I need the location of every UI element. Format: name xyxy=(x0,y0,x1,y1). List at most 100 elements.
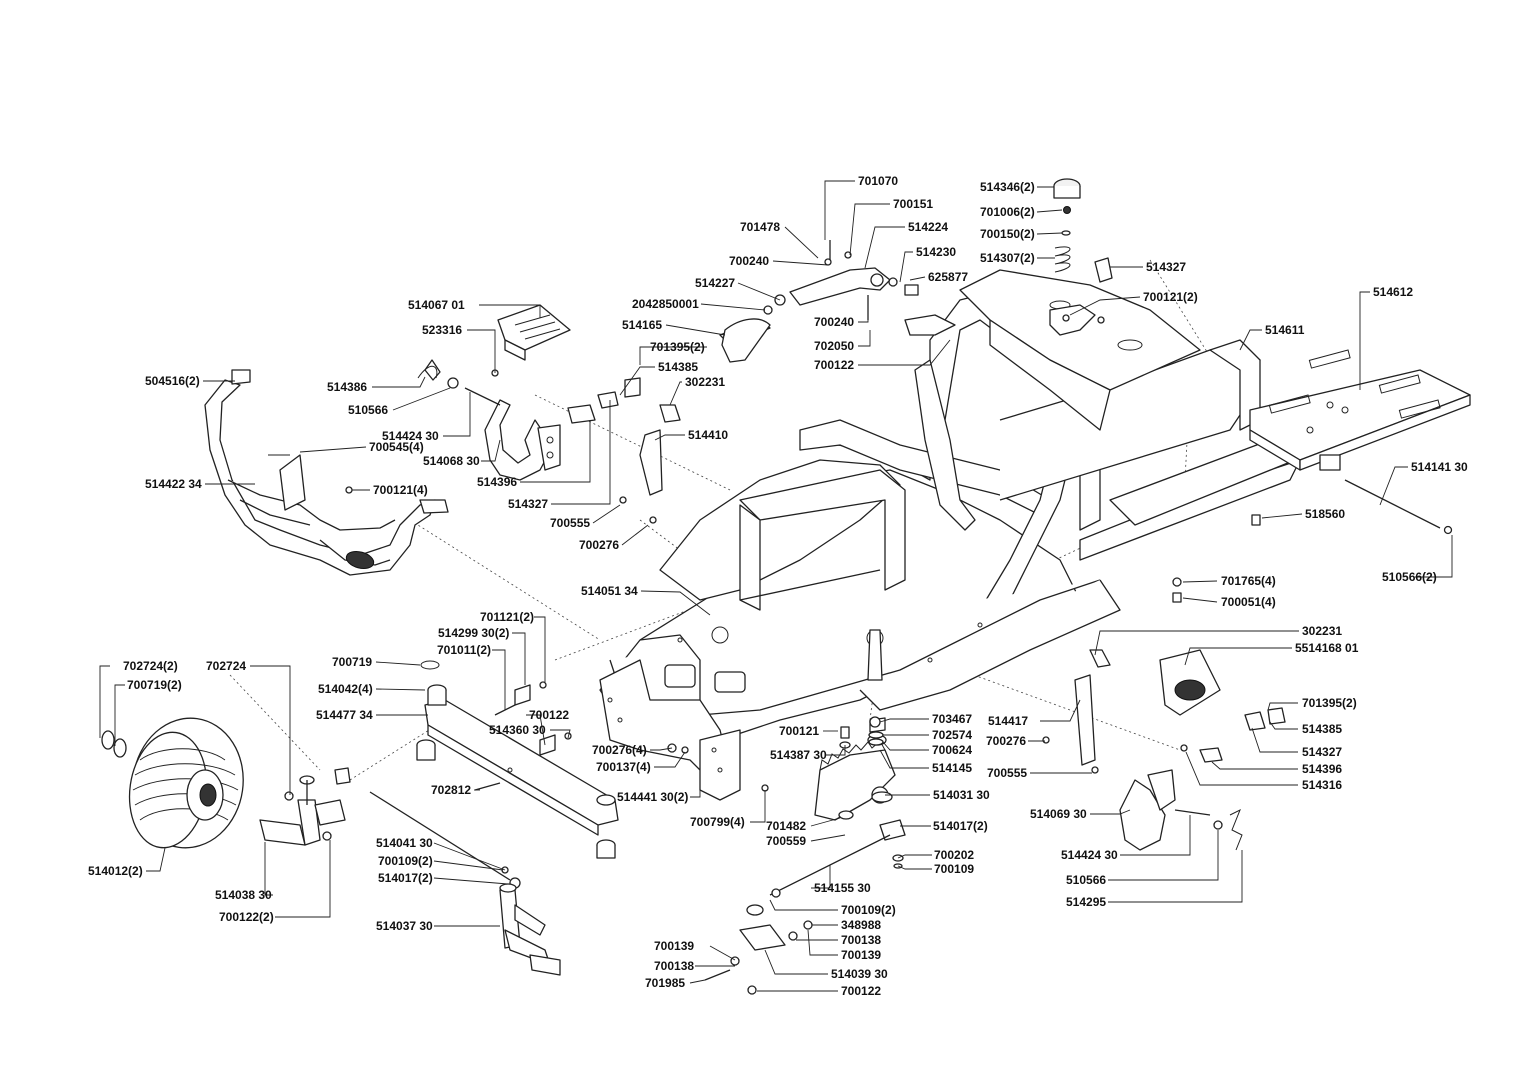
label-700151: 700151 xyxy=(893,197,933,211)
label-700545-4: 700545(4) xyxy=(369,440,424,454)
label-700138-b: 700138 xyxy=(654,959,694,973)
label-700122-a: 700122 xyxy=(814,358,854,372)
label-701011-2: 701011(2) xyxy=(437,643,491,657)
label-514417: 514417 xyxy=(988,714,1028,728)
label-701395-2-b: 701395(2) xyxy=(1302,696,1357,710)
label-510566-b: 510566 xyxy=(1066,873,1106,887)
label-514051-34: 514051 34 xyxy=(581,584,638,598)
label-514422-34: 514422 34 xyxy=(145,477,202,491)
label-702574: 702574 xyxy=(932,728,972,742)
label-700276-a: 700276 xyxy=(579,538,619,552)
label-700122-2: 700122(2) xyxy=(219,910,274,924)
label-700555-a: 700555 xyxy=(550,516,590,530)
label-514069-30: 514069 30 xyxy=(1030,807,1087,821)
label-514141-30: 514141 30 xyxy=(1411,460,1468,474)
label-514155-30: 514155 30 xyxy=(814,881,871,895)
label-702812: 702812 xyxy=(431,783,471,797)
label-700139-a: 700139 xyxy=(841,948,881,962)
rear-hitch-plate xyxy=(1249,349,1471,471)
label-702050: 702050 xyxy=(814,339,854,353)
label-514307-2: 514307(2) xyxy=(980,251,1035,265)
front-wheel xyxy=(101,717,244,849)
label-700555-b: 700555 xyxy=(987,766,1027,780)
label-700109-2-b: 700109(2) xyxy=(841,903,896,917)
label-514327-a: 514327 xyxy=(1146,260,1186,274)
label-700276-4: 700276(4) xyxy=(592,743,647,757)
label-700150-2: 700150(2) xyxy=(980,227,1035,241)
label-700122-b: 700122 xyxy=(529,708,569,722)
label-510566-a: 510566 xyxy=(348,403,388,417)
label-514230: 514230 xyxy=(916,245,956,259)
label-700799-4: 700799(4) xyxy=(690,815,745,829)
label-514165: 514165 xyxy=(622,318,662,332)
steering-sector xyxy=(814,717,906,869)
label-514012-2: 514012(2) xyxy=(88,864,143,878)
label-514424-30-b: 514424 30 xyxy=(1061,848,1118,862)
label-700719-2: 700719(2) xyxy=(127,678,182,692)
left-spindle xyxy=(259,767,351,846)
label-700121-4: 700121(4) xyxy=(373,483,428,497)
tank-hardware xyxy=(1049,178,1113,336)
label-700240-a: 700240 xyxy=(729,254,769,268)
label-514316: 514316 xyxy=(1302,778,1342,792)
label-700559: 700559 xyxy=(766,834,806,848)
front-bumper xyxy=(204,369,449,576)
label-514612: 514612 xyxy=(1373,285,1413,299)
label-514299-30-2: 514299 30(2) xyxy=(438,626,509,640)
label-510566-2: 510566(2) xyxy=(1382,570,1437,584)
label-504516-2: 504516(2) xyxy=(145,374,200,388)
label-701482: 701482 xyxy=(766,819,806,833)
brake-linkage xyxy=(719,240,956,363)
label-523316: 523316 xyxy=(422,323,462,337)
label-700276-b: 700276 xyxy=(986,734,1026,748)
leader-lines xyxy=(99,180,1453,992)
label-701478: 701478 xyxy=(740,220,780,234)
left-pedal-arm xyxy=(417,304,681,524)
label-514224: 514224 xyxy=(908,220,948,234)
label-700137-4: 700137(4) xyxy=(596,760,651,774)
label-701985: 701985 xyxy=(645,976,685,990)
label-514017-2-b: 514017(2) xyxy=(378,871,433,885)
label-514424-30-a: 514424 30 xyxy=(382,429,439,443)
label-701121-2: 701121(2) xyxy=(480,610,534,624)
front-axle xyxy=(416,660,619,859)
label-625877: 625877 xyxy=(928,270,968,284)
label-514611: 514611 xyxy=(1265,323,1305,337)
label-514042-4: 514042(4) xyxy=(318,682,373,696)
label-701765-4: 701765(4) xyxy=(1221,574,1276,588)
label-701395-2-a: 701395(2) xyxy=(650,340,705,354)
label-302231-b: 302231 xyxy=(1302,624,1342,638)
right-spindle xyxy=(499,883,561,976)
steering-arm xyxy=(704,920,813,995)
label-700122-c: 700122 xyxy=(841,984,881,998)
label-514038-30: 514038 30 xyxy=(215,888,272,902)
part-drawings xyxy=(101,178,1471,995)
label-701070: 701070 xyxy=(858,174,898,188)
label-514068-30: 514068 30 xyxy=(423,454,480,468)
label-700202: 700202 xyxy=(934,848,974,862)
label-514385-a: 514385 xyxy=(658,360,698,374)
label-703467: 703467 xyxy=(932,712,972,726)
label-514477-34: 514477 34 xyxy=(316,708,373,722)
label-518560: 518560 xyxy=(1305,507,1345,521)
label-302231-a: 302231 xyxy=(685,375,725,389)
label-514327-c: 514327 xyxy=(1302,745,1342,759)
label-514145: 514145 xyxy=(932,761,972,775)
label-514017-2-a: 514017(2) xyxy=(933,819,988,833)
label-700138-a: 700138 xyxy=(841,933,881,947)
label-700624: 700624 xyxy=(932,743,972,757)
label-514385-b: 514385 xyxy=(1302,722,1342,736)
main-chassis-frame xyxy=(599,269,1301,801)
label-514396-a: 514396 xyxy=(477,475,517,489)
label-514396-b: 514396 xyxy=(1302,762,1342,776)
label-700719: 700719 xyxy=(332,655,372,669)
label-514410: 514410 xyxy=(688,428,728,442)
label-700109-2-a: 700109(2) xyxy=(378,854,433,868)
label-514360-30: 514360 30 xyxy=(489,723,546,737)
label-700051-4: 700051(4) xyxy=(1221,595,1276,609)
label-514441-30-2: 514441 30(2) xyxy=(617,790,688,804)
part-labels: 701070 700151 701478 514224 700240 51423… xyxy=(88,174,1468,998)
label-700240-b: 700240 xyxy=(814,315,854,329)
label-2042850001: 2042850001 xyxy=(632,297,699,311)
